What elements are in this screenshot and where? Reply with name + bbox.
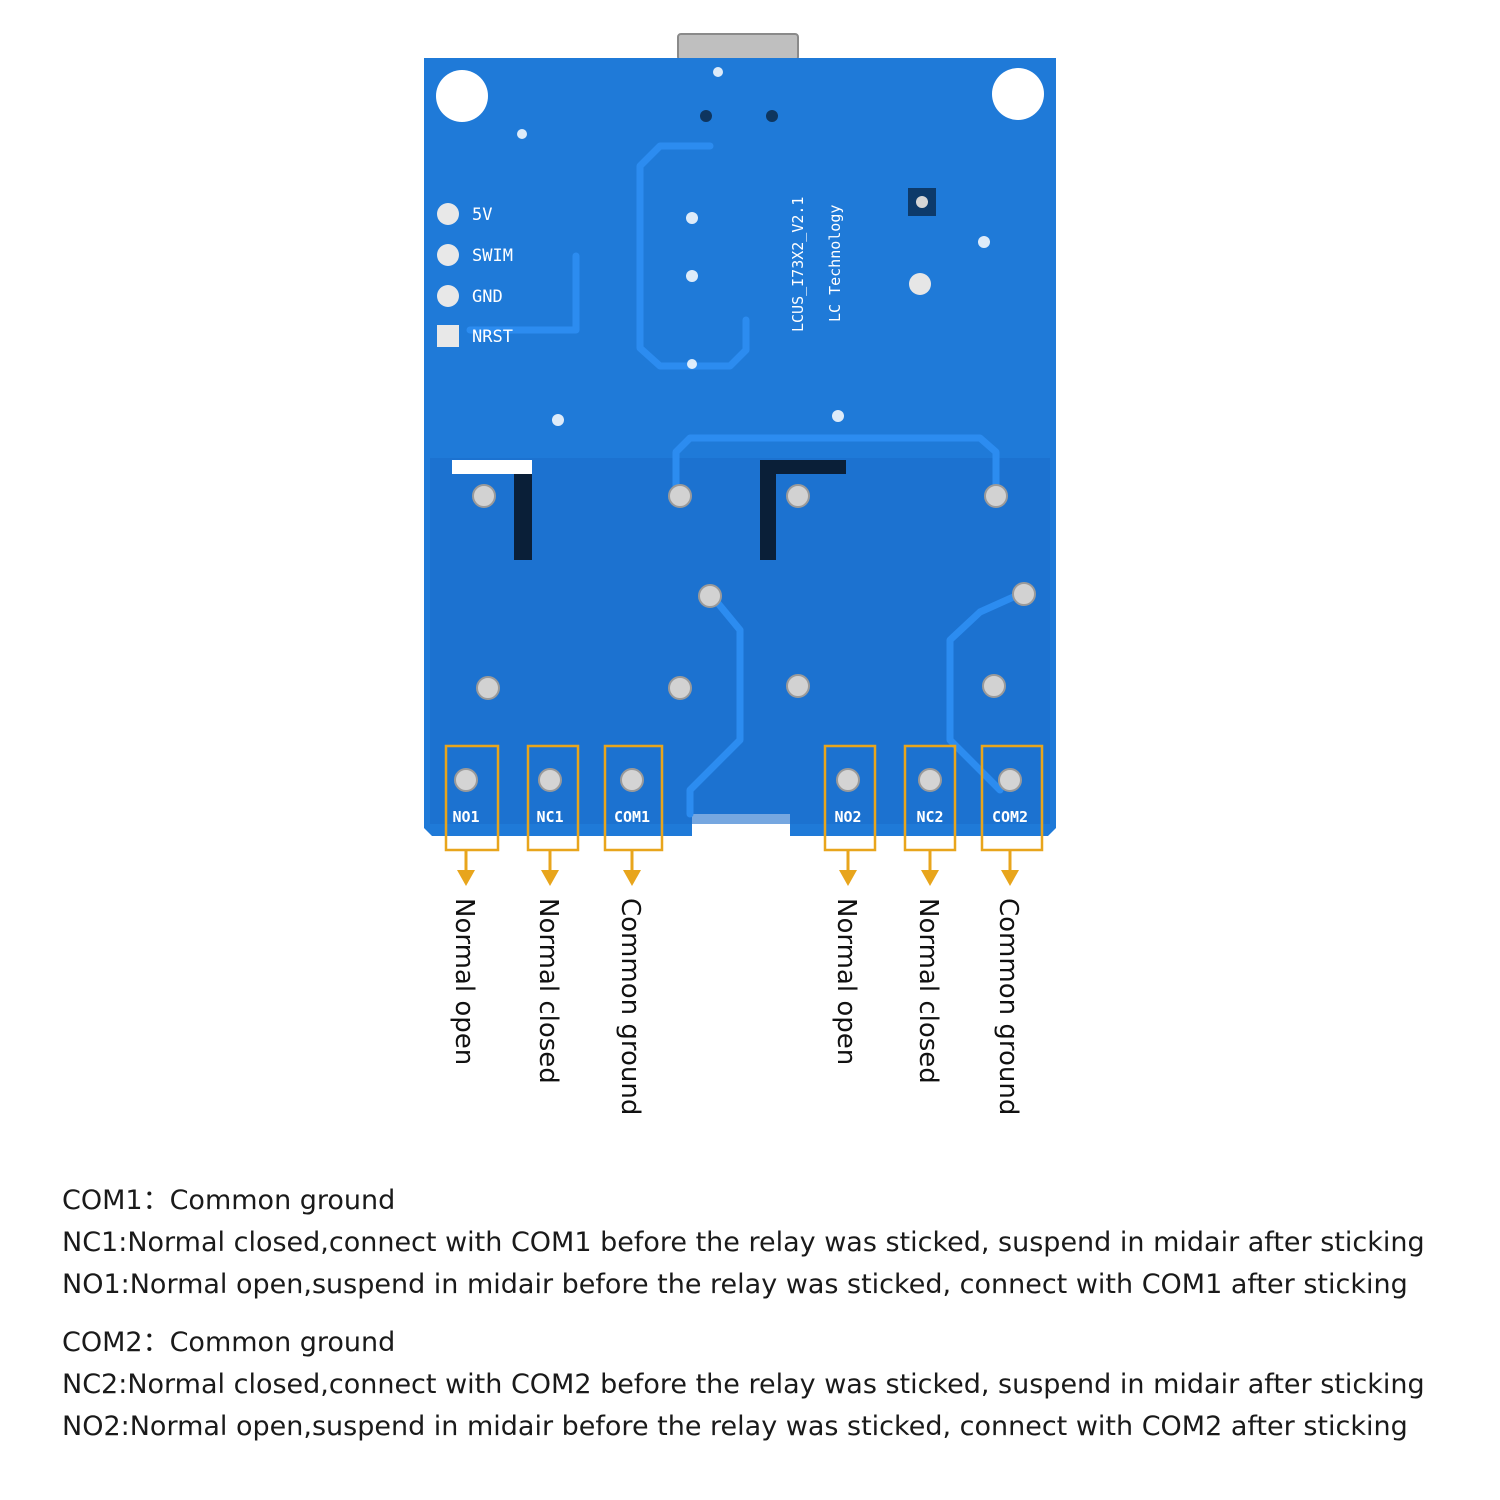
- terminal-box-com2: [980, 744, 1044, 852]
- pin-pad-5v: [437, 203, 459, 225]
- relay-solder-pads: [472, 484, 1036, 700]
- terminal-label-no2: NO2: [834, 808, 861, 826]
- callout-arrow-nc1: [541, 870, 559, 886]
- terminal-pad-com1: [620, 768, 644, 792]
- terminal-label-nc2: NC2: [916, 808, 943, 826]
- terminal-label-nc1: NC1: [536, 808, 563, 826]
- pin-label-gnd: GND: [472, 287, 503, 307]
- callout-text-com1: Common ground: [615, 898, 645, 1115]
- callout-arrow-no1: [457, 870, 475, 886]
- callout-text-com2: Common ground: [993, 898, 1023, 1115]
- terminal-pad-com2: [998, 768, 1022, 792]
- mounting-hole-right: [992, 68, 1044, 120]
- programming-header: 5V SWIM GND NRST: [437, 203, 513, 347]
- terminal-box-nc1: [526, 744, 580, 852]
- relay-board-diagram: 5V SWIM GND NRST LCUS_I73X2_V2.1 LC Tech…: [424, 33, 1056, 1115]
- desc-com2: COM2：Common ground: [62, 1327, 396, 1358]
- relay-area-1: [430, 458, 760, 824]
- pin-pad-nrst: [437, 325, 459, 347]
- pin-label-5v: 5V: [472, 205, 492, 225]
- callout-arrow-no2: [839, 870, 857, 886]
- callout-arrow-com2: [1001, 870, 1019, 886]
- pin-pad-swim: [437, 244, 459, 266]
- terminal-pad-nc2: [918, 768, 942, 792]
- pin-pad-gnd: [437, 285, 459, 307]
- pin-description: COM1：Common ground NC1:Normal closed,con…: [62, 1180, 1482, 1448]
- pin-label-nrst: NRST: [472, 327, 513, 347]
- mounting-hole-left: [436, 70, 488, 122]
- desc-com1: COM1：Common ground: [62, 1185, 396, 1216]
- terminal-label-com2: COM2: [992, 808, 1028, 826]
- component-pad: [916, 196, 928, 208]
- callout-text-no2: Normal open: [831, 898, 861, 1065]
- pcb-traces: [466, 142, 1024, 818]
- terminal-pad-no1: [454, 768, 478, 792]
- component-pad-round: [909, 273, 931, 295]
- callout-arrow-com1: [623, 870, 641, 886]
- desc-gap: [62, 1306, 1482, 1322]
- terminal-pad-nc1: [538, 768, 562, 792]
- desc-no1: NO1:Normal open,suspend in midair before…: [62, 1269, 1408, 1300]
- terminal-label-no1: NO1: [452, 808, 479, 826]
- board-maker-text: LC Technology: [826, 205, 844, 322]
- callout-arrow-nc2: [921, 870, 939, 886]
- callout-text-no1: Normal open: [449, 898, 479, 1065]
- desc-nc2: NC2:Normal closed,connect with COM2 befo…: [62, 1369, 1425, 1400]
- terminal-label-com1: COM1: [614, 808, 650, 826]
- desc-no2: NO2:Normal open,suspend in midair before…: [62, 1411, 1408, 1442]
- board-model-text: LCUS_I73X2_V2.1: [789, 197, 807, 332]
- pin-label-swim: SWIM: [472, 246, 513, 266]
- relay-slots: [452, 460, 846, 560]
- terminal-box-no1: [444, 744, 500, 852]
- pcb-vias: [517, 67, 990, 426]
- callout-text-nc2: Normal closed: [913, 898, 943, 1084]
- terminal-pad-no2: [836, 768, 860, 792]
- terminal-box-no2: [823, 744, 877, 852]
- callout-text-nc1: Normal closed: [533, 898, 563, 1084]
- usb-connector: [677, 33, 799, 61]
- desc-nc1: NC1:Normal closed,connect with COM1 befo…: [62, 1227, 1425, 1258]
